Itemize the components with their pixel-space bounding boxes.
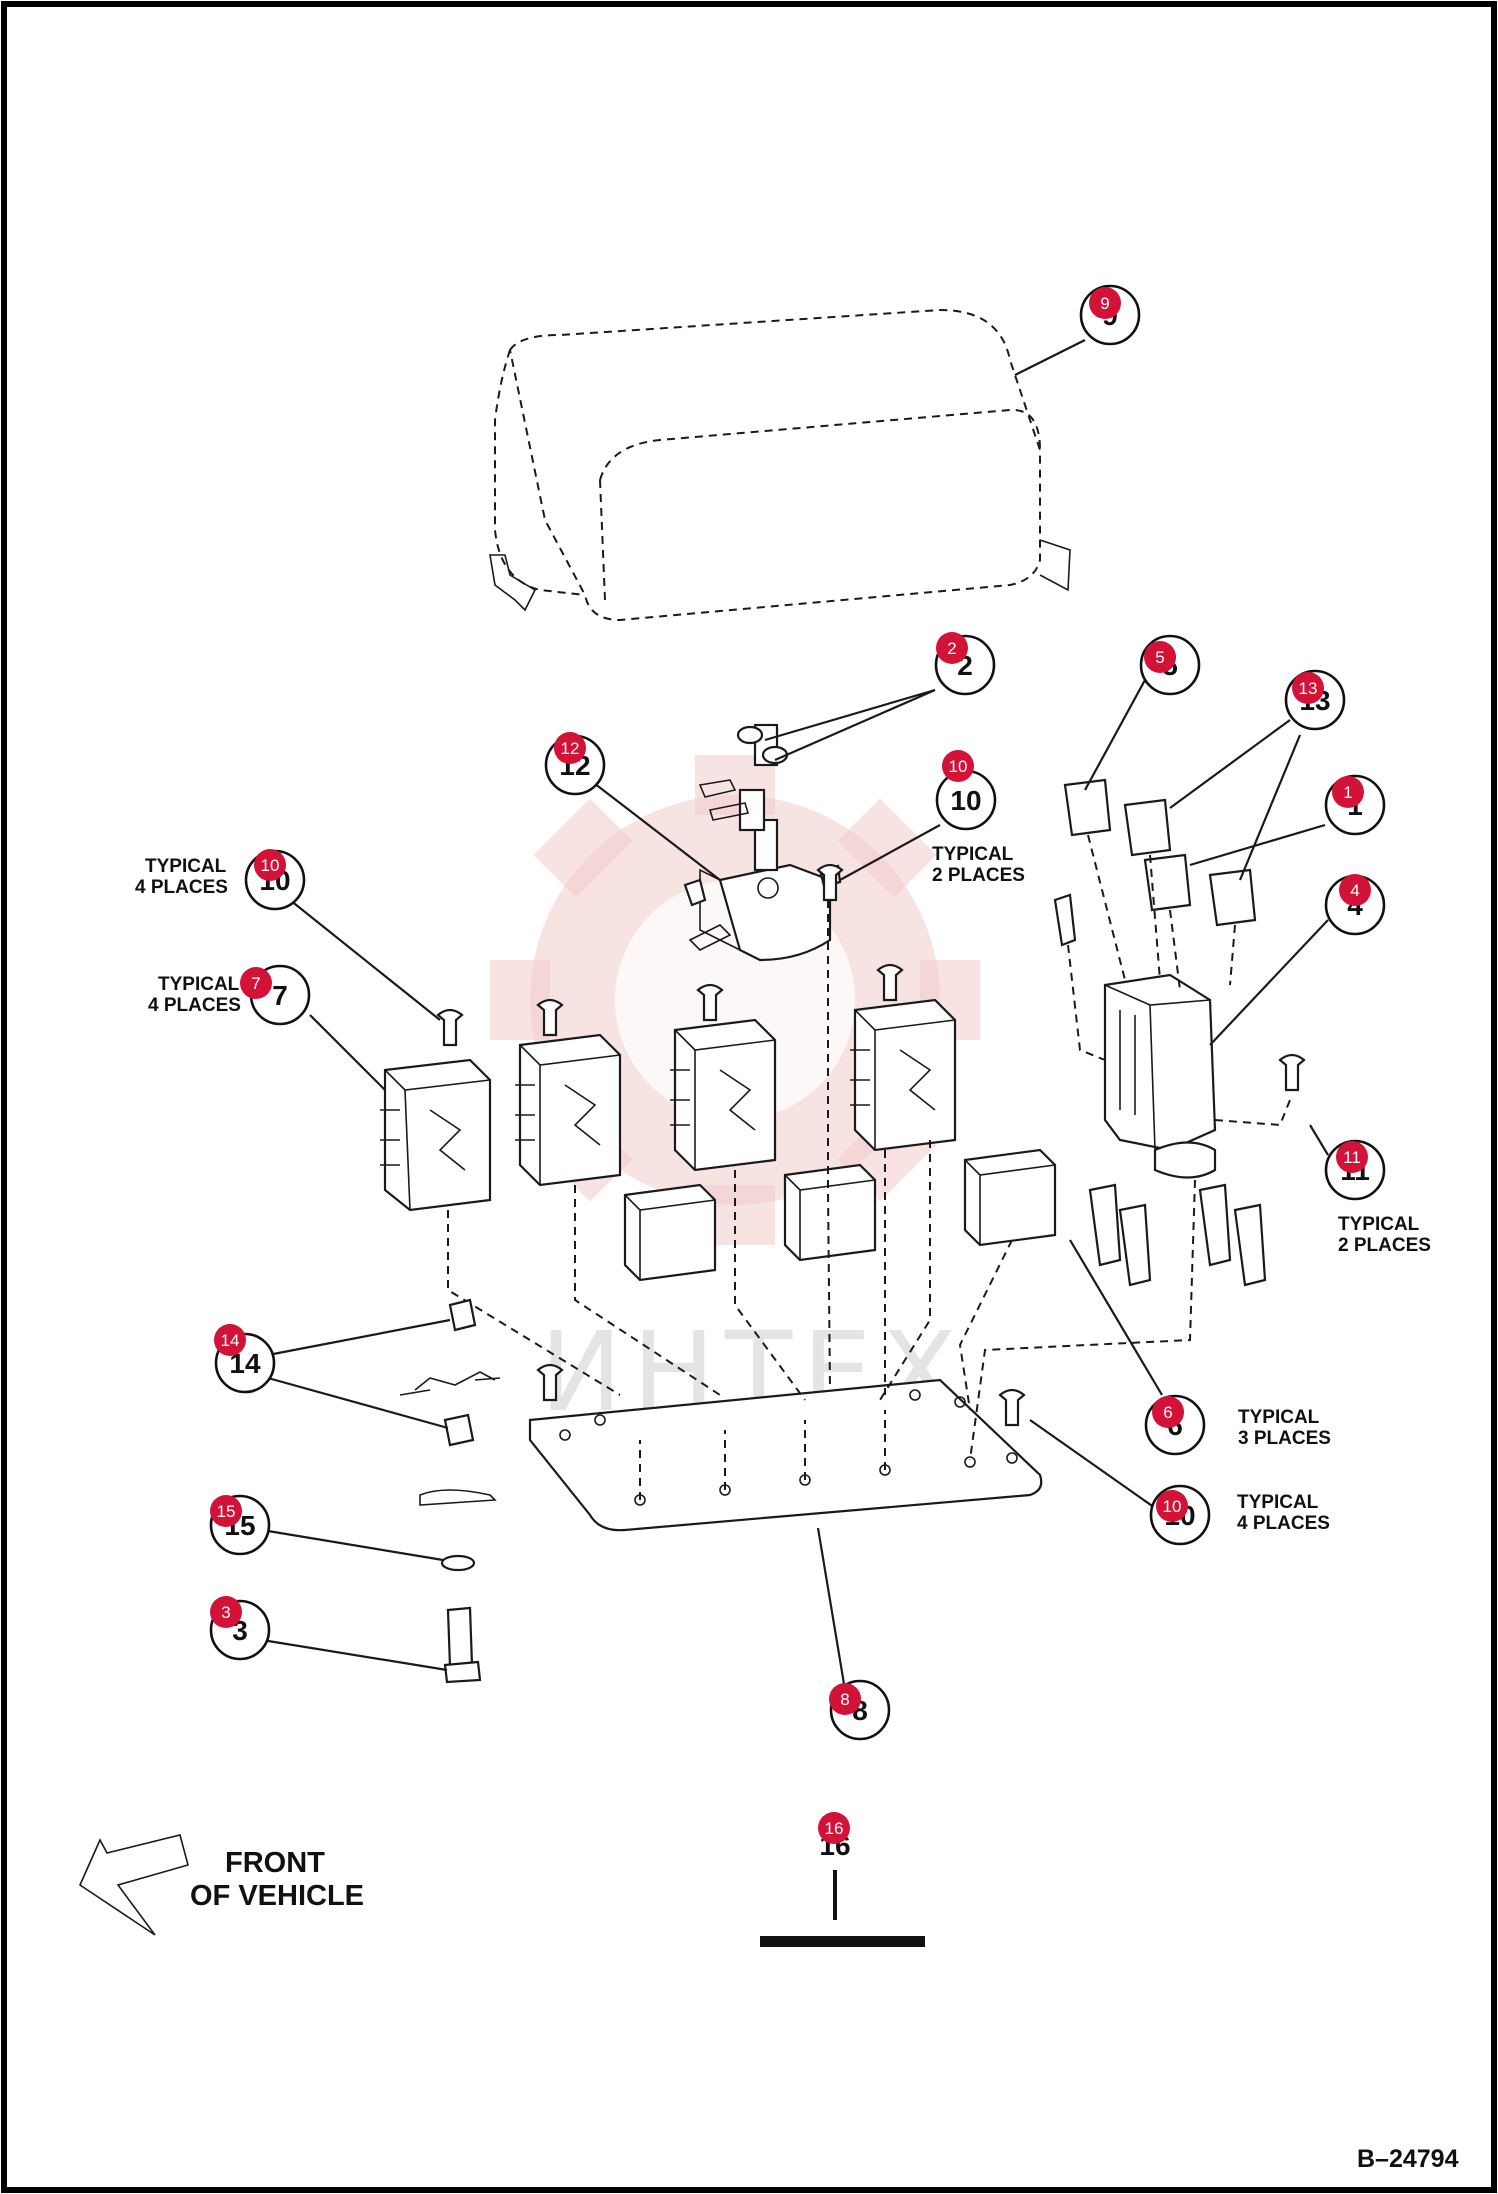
svg-text:2 PLACES: 2 PLACES [1338,1235,1431,1256]
stud-hardware [399,1298,501,1684]
front-arrow-icon [78,1834,189,1936]
callout-10-solenoid: 10 [935,769,997,831]
svg-text:TYPICAL: TYPICAL [1237,1492,1319,1513]
svg-text:7: 7 [251,974,260,993]
svg-text:3 PLACES: 3 PLACES [1238,1428,1331,1449]
fuse-block-part-4 [1053,778,1293,1287]
marker-part-16 [760,1870,925,1947]
svg-text:4 PLACES: 4 PLACES [148,995,241,1016]
svg-text:9: 9 [1100,294,1109,313]
badge-13: 13 [1292,672,1324,704]
base-plate-part-8 [447,900,1196,1532]
badge-6: 6 [1152,1396,1184,1428]
svg-text:10: 10 [949,757,968,776]
badge-2: 2 [936,632,968,664]
badge-14: 14 [214,1324,246,1356]
svg-text:2: 2 [947,639,956,658]
badge-11: 11 [1336,1141,1368,1173]
badge-16: 16 [818,1812,850,1844]
svg-text:7: 7 [272,980,288,1011]
svg-text:16: 16 [825,1819,844,1838]
relay-sockets [380,998,1057,1282]
leader-lines [261,339,1329,1691]
svg-text:TYPICAL: TYPICAL [932,844,1014,865]
svg-text:12: 12 [561,739,580,758]
badge-4: 4 [1339,874,1371,906]
typical-notes: TYPICAL 4 PLACES TYPICAL 4 PLACES TYPICA… [135,844,1431,1534]
svg-text:6: 6 [1163,1403,1172,1422]
cover-part-9 [489,308,1071,622]
svg-text:11: 11 [1343,1148,1361,1167]
badge-8: 8 [829,1683,861,1715]
svg-text:TYPICAL: TYPICAL [158,974,240,995]
svg-text:1: 1 [1343,783,1352,802]
svg-text:TYPICAL: TYPICAL [1238,1407,1320,1428]
badge-10-left: 10 [254,849,286,881]
badge-10-plate: 10 [1156,1490,1188,1522]
front-of-vehicle: FRONT OF VEHICLE [78,1834,364,1936]
svg-text:15: 15 [217,1502,236,1521]
svg-text:3: 3 [221,1603,230,1622]
svg-text:4: 4 [1350,881,1359,900]
svg-text:10: 10 [261,856,280,875]
svg-text:TYPICAL: TYPICAL [1338,1214,1420,1235]
index-badges: 9 2 12 10 5 13 1 4 10 7 11 14 6 10 15 3 … [210,287,1371,1844]
badge-1: 1 [1332,776,1364,808]
of-vehicle-label: OF VEHICLE [190,1880,364,1912]
relay-cube-2 [783,1163,877,1262]
svg-text:8: 8 [840,1690,849,1709]
svg-text:13: 13 [1299,679,1318,698]
relay-cube-1 [623,1183,717,1282]
solenoid-part-12 [683,723,842,962]
svg-text:10: 10 [950,785,981,816]
svg-text:4 PLACES: 4 PLACES [135,877,228,898]
svg-text:10: 10 [1163,1497,1182,1516]
figure-id: B–24794 [1357,2145,1459,2173]
relay-socket-3 [670,1018,777,1172]
front-label: FRONT [225,1847,325,1879]
relay-socket-2 [515,1033,622,1187]
badge-9: 9 [1089,287,1121,319]
badge-3: 3 [210,1596,242,1628]
badge-12: 12 [554,732,586,764]
relay-socket-1 [380,1058,492,1212]
svg-text:TYPICAL: TYPICAL [145,856,227,877]
svg-text:14: 14 [221,1331,240,1350]
relay-socket-4 [850,998,957,1152]
badge-10-solenoid: 10 [942,750,974,782]
svg-text:2 PLACES: 2 PLACES [932,865,1025,886]
svg-text:5: 5 [1155,648,1164,667]
badge-15: 15 [210,1495,242,1527]
badge-7: 7 [240,967,272,999]
screws-part-10 [436,863,1306,1427]
badge-5: 5 [1144,641,1176,673]
relay-cube-3 [963,1148,1057,1247]
svg-text:4 PLACES: 4 PLACES [1237,1513,1330,1534]
